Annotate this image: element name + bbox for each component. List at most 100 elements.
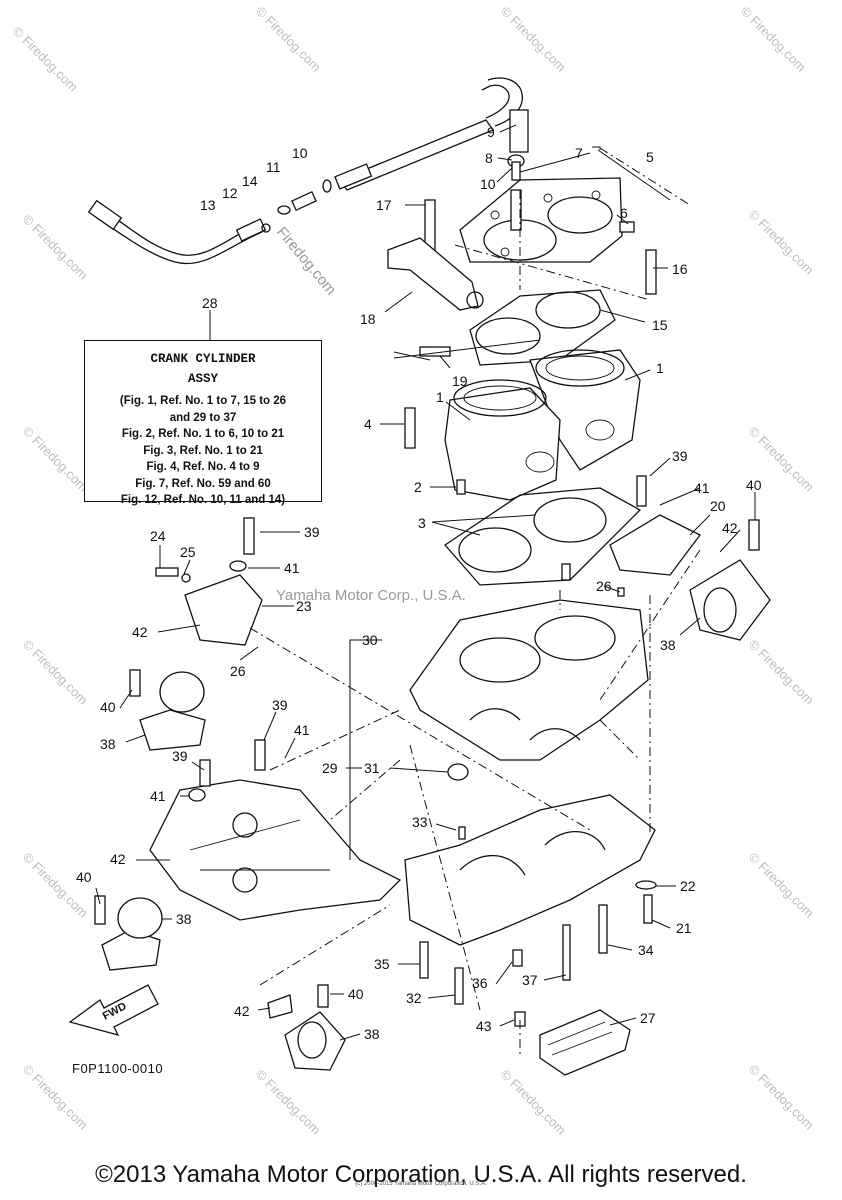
callout-22: 22: [680, 878, 696, 894]
callout-20: 20: [710, 498, 726, 514]
callout-10: 10: [480, 176, 496, 192]
assy-line: Fig. 3, Ref. No. 1 to 21: [143, 444, 263, 457]
callout-21: 21: [676, 920, 692, 936]
callout-1: 1: [656, 360, 664, 376]
callout-25: 25: [180, 544, 196, 560]
callout-numbers: 9 8 7 5 10 10 11 14 12 13 17 6 16 18 15 …: [76, 124, 762, 1042]
callout-15: 15: [652, 317, 668, 333]
callout-39: 39: [172, 748, 188, 764]
callout-41: 41: [694, 480, 710, 496]
callout-16: 16: [672, 261, 688, 277]
callout-4: 4: [364, 416, 372, 432]
watermark-center: Yamaha Motor Corp., U.S.A.: [276, 587, 466, 604]
watermark: © Firedog.com: [738, 4, 809, 75]
side-cover: [149, 739, 402, 921]
callout-42: 42: [722, 520, 738, 536]
alignment-lines: [249, 147, 701, 1055]
callout-40: 40: [348, 986, 364, 1002]
watermark: © Firedog.com: [20, 637, 91, 708]
assy-line: Fig. 7, Ref. No. 59 and 60: [135, 477, 271, 490]
assy-line: Fig. 12, Ref. No. 10, 11 and 14): [120, 494, 286, 506]
callout-2: 2: [414, 479, 422, 495]
callout-40: 40: [100, 699, 116, 715]
callout-38: 38: [364, 1026, 380, 1042]
callout-3: 3: [418, 515, 426, 531]
assy-title: CRANK CYLINDER: [150, 352, 256, 366]
watermark: © Firedog.com: [746, 637, 817, 708]
callout-18: 18: [360, 311, 376, 327]
engine-mount-left-lower: [94, 895, 163, 971]
figure-code: F0P1100-0010: [72, 1061, 164, 1076]
callout-42: 42: [234, 1003, 250, 1019]
callout-17: 17: [376, 197, 392, 213]
callout-41: 41: [150, 788, 166, 804]
watermark: © Firedog.com: [20, 212, 91, 283]
watermark: © Firedog.com: [746, 207, 817, 278]
callout-6: 6: [620, 205, 628, 221]
callout-38: 38: [176, 911, 192, 927]
callout-1: 1: [436, 389, 444, 405]
callout-42: 42: [132, 624, 148, 640]
callout-42: 42: [110, 851, 126, 867]
callout-13: 13: [200, 197, 216, 213]
watermark: © Firedog.com: [253, 1067, 324, 1138]
callout-31: 31: [364, 760, 380, 776]
callout-23: 23: [296, 598, 312, 614]
callout-29: 29: [322, 760, 338, 776]
callout-28: 28: [202, 295, 218, 311]
callout-39: 39: [304, 524, 320, 540]
callout-39: 39: [272, 697, 288, 713]
callout-24: 24: [150, 528, 166, 544]
reed-valve-right: [609, 475, 771, 641]
callout-8: 8: [485, 150, 493, 166]
callout-38: 38: [660, 637, 676, 653]
callout-41: 41: [294, 722, 310, 738]
crankcase-upper: [409, 563, 649, 761]
callout-40: 40: [746, 477, 762, 493]
callout-30: 30: [362, 632, 378, 648]
callout-5: 5: [646, 149, 654, 165]
callout-33: 33: [412, 814, 428, 830]
callout-32: 32: [406, 990, 422, 1006]
copyright-small-print: (c) 2000-2015 Yamaha Motor Corporation, …: [355, 1181, 487, 1187]
assy-line: Fig. 4, Ref. No. 4 to 9: [146, 461, 260, 473]
seal-31: [447, 763, 469, 781]
callout-39: 39: [672, 448, 688, 464]
callout-40: 40: [76, 869, 92, 885]
callout-38: 38: [100, 736, 116, 752]
callout-19: 19: [452, 373, 468, 389]
cylinder-block: [404, 349, 641, 501]
engine-mount-left-upper: [129, 669, 206, 751]
watermark: © Firedog.com: [20, 424, 91, 495]
callout-11: 11: [266, 159, 281, 175]
callout-7: 7: [575, 145, 583, 161]
watermark: © Firedog.com: [20, 850, 91, 921]
callout-34: 34: [638, 942, 654, 958]
assy-subtitle: ASSY: [187, 372, 218, 386]
engine-mount-bottom: [267, 984, 346, 1071]
watermark: © Firedog.com: [498, 4, 569, 75]
copyright-notice: ©2013 Yamaha Motor Corporation, U.S.A. A…: [95, 1161, 747, 1188]
callout-43: 43: [476, 1018, 492, 1034]
watermark: © Firedog.com: [746, 850, 817, 921]
assy-line: and 29 to 37: [169, 411, 237, 424]
watermark: © Firedog.com: [10, 24, 81, 95]
callout-14: 14: [242, 173, 258, 189]
watermark: © Firedog.com: [498, 1067, 569, 1138]
crankcase-lower: [404, 794, 657, 1005]
assy-info-box: CRANK CYLINDER ASSY (Fig. 1, Ref. No. 1 …: [84, 340, 322, 506]
callout-12: 12: [222, 185, 238, 201]
leader-lines: [95, 124, 756, 1041]
assy-line: (Fig. 1, Ref. No. 1 to 7, 15 to 26: [119, 395, 287, 407]
callout-26: 26: [230, 663, 246, 679]
assy-reference-list: (Fig. 1, Ref. No. 1 to 7, 15 to 26 and 2…: [85, 393, 321, 509]
callout-37: 37: [522, 972, 538, 988]
watermark: © Firedog.com: [253, 4, 324, 75]
callout-35: 35: [374, 956, 390, 972]
watermark-diagonal: Firedog.com: [273, 224, 340, 299]
cover-27: [514, 1009, 631, 1076]
callout-36: 36: [472, 975, 488, 991]
callout-26: 26: [596, 578, 612, 594]
callout-9: 9: [487, 124, 495, 140]
